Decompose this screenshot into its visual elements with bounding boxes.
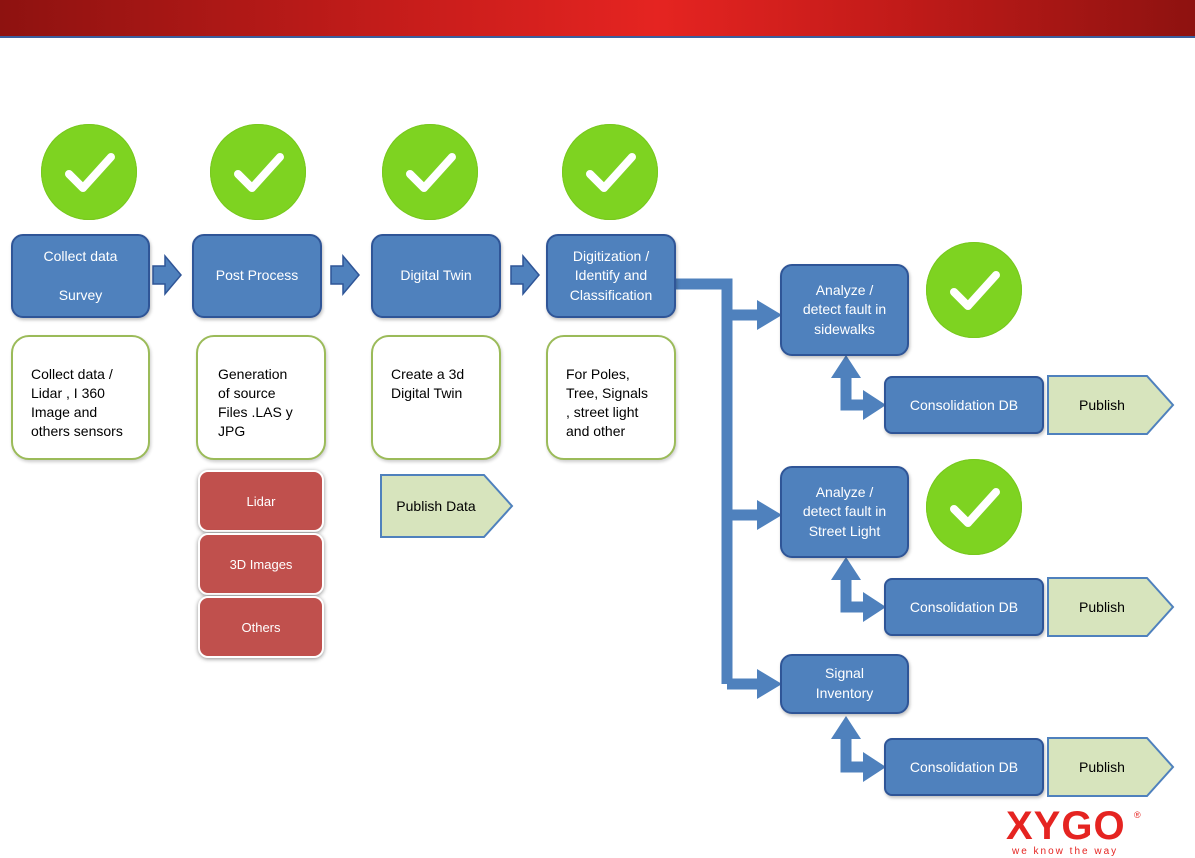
branch-label: Analyze / detect fault in Street Light bbox=[802, 483, 887, 539]
branch-label: Signal Inventory bbox=[815, 665, 874, 701]
note-text: Collect data / Lidar , I 360 Image and o… bbox=[31, 366, 123, 439]
step-digitization: Digitization / Identify and Classificati… bbox=[546, 234, 676, 318]
flow-arrow-icon bbox=[510, 253, 540, 297]
arrowhead-icon bbox=[863, 752, 886, 782]
source-lidar: Lidar bbox=[198, 470, 324, 532]
publish-data-label: Publish Data bbox=[396, 498, 476, 514]
consolidation-db-1: Consolidation DB bbox=[884, 376, 1044, 434]
step-collect-survey: Collect data Survey bbox=[11, 234, 150, 318]
db-link-line-2 bbox=[840, 576, 866, 613]
xygo-logo: XYGO ® we know the way bbox=[1006, 806, 1176, 858]
header-bar bbox=[0, 0, 1195, 38]
branch-signal-inventory: Signal Inventory bbox=[780, 654, 909, 714]
check-circle-icon bbox=[926, 242, 1022, 338]
check-circle-icon bbox=[41, 124, 137, 220]
arrowhead-icon bbox=[831, 355, 861, 378]
logo-tagline: we know the way bbox=[1012, 846, 1119, 857]
check-circle-icon bbox=[562, 124, 658, 220]
note-text: Create a 3d Digital Twin bbox=[391, 366, 465, 401]
note-digital-twin: Create a 3d Digital Twin bbox=[371, 335, 501, 460]
branch-label: Analyze / detect fault in sidewalks bbox=[802, 281, 887, 337]
step-label: Collect data Survey bbox=[43, 247, 118, 303]
flow-arrow-icon bbox=[152, 253, 182, 297]
source-3d-images: 3D Images bbox=[198, 533, 324, 595]
publish-label: Publish bbox=[1079, 397, 1125, 413]
consolidation-db-3: Consolidation DB bbox=[884, 738, 1044, 796]
db-link-line-3 bbox=[840, 735, 866, 773]
db-link-line-1 bbox=[840, 374, 866, 411]
step-label: Post Process bbox=[215, 267, 299, 284]
step-digital-twin: Digital Twin bbox=[371, 234, 501, 318]
arrowhead-icon bbox=[863, 390, 886, 420]
consolidation-db-2: Consolidation DB bbox=[884, 578, 1044, 636]
flow-arrow-icon bbox=[330, 253, 360, 297]
branch-trunk-line bbox=[676, 278, 733, 684]
arrowhead-icon bbox=[757, 669, 782, 699]
publish-shape-2: Publish bbox=[1047, 577, 1175, 637]
note-post-process: Generation of source Files .LAS y JPG bbox=[196, 335, 326, 460]
note-collect: Collect data / Lidar , I 360 Image and o… bbox=[11, 335, 150, 460]
arrowhead-icon bbox=[831, 716, 861, 739]
check-circle-icon bbox=[382, 124, 478, 220]
branch-analyze-street-light: Analyze / detect fault in Street Light bbox=[780, 466, 909, 558]
arrowhead-icon bbox=[863, 592, 886, 622]
arrowhead-icon bbox=[757, 500, 782, 530]
note-text: For Poles, Tree, Signals , street light … bbox=[566, 366, 648, 439]
branch-analyze-sidewalks: Analyze / detect fault in sidewalks bbox=[780, 264, 909, 356]
check-circle-icon bbox=[926, 459, 1022, 555]
publish-data-shape: Publish Data bbox=[380, 474, 514, 538]
note-digitization: For Poles, Tree, Signals , street light … bbox=[546, 335, 676, 460]
step-post-process: Post Process bbox=[192, 234, 322, 318]
publish-label: Publish bbox=[1079, 599, 1125, 615]
arrowhead-icon bbox=[757, 300, 782, 330]
check-circle-icon bbox=[210, 124, 306, 220]
source-others: Others bbox=[198, 596, 324, 658]
step-label: Digital Twin bbox=[400, 267, 472, 284]
arrowhead-icon bbox=[831, 557, 861, 580]
registered-mark-icon: ® bbox=[1134, 810, 1141, 820]
publish-shape-1: Publish bbox=[1047, 375, 1175, 435]
publish-shape-3: Publish bbox=[1047, 737, 1175, 797]
logo-wordmark: XYGO bbox=[1006, 804, 1126, 848]
step-label: Digitization / Identify and Classificati… bbox=[569, 247, 653, 303]
publish-label: Publish bbox=[1079, 759, 1125, 775]
note-text: Generation of source Files .LAS y JPG bbox=[218, 366, 293, 439]
